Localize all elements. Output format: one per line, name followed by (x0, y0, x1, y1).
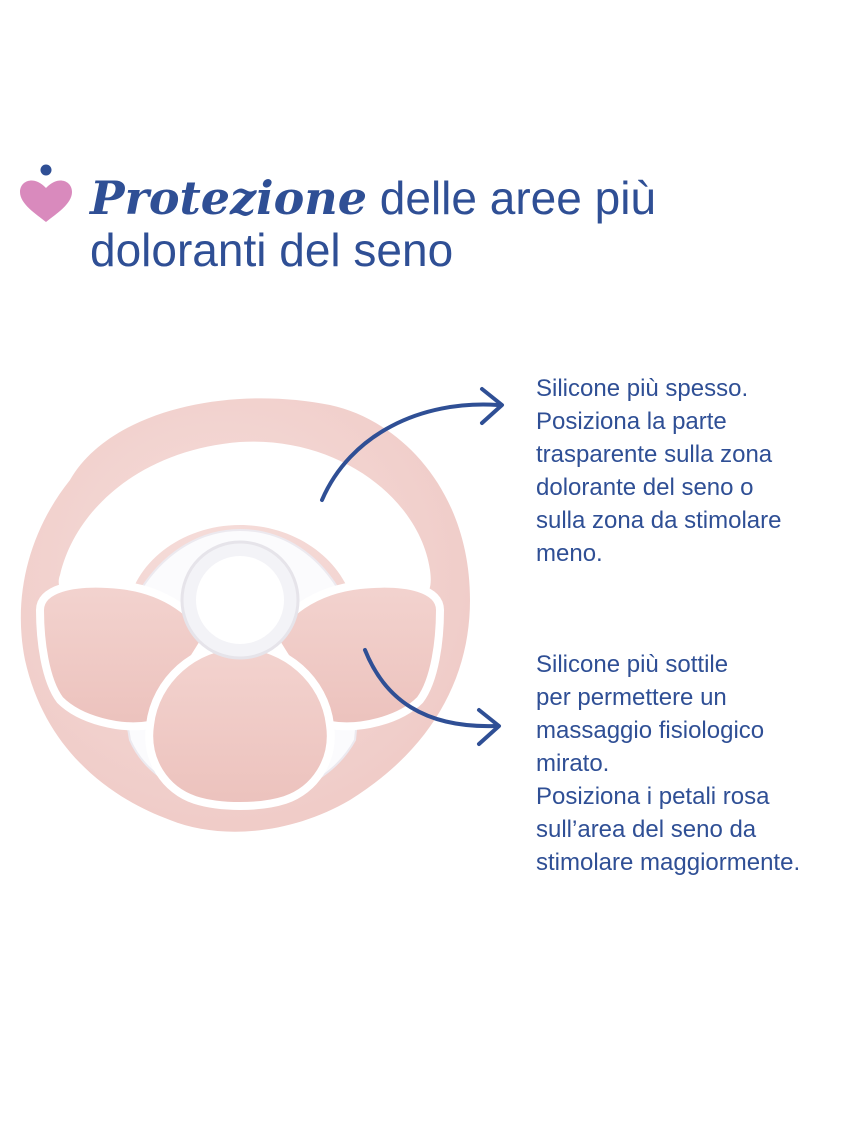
title-emphasis: Protezione (90, 171, 368, 225)
arrow-to-thick-zone (320, 387, 504, 502)
thick-silicone-zone (58, 441, 431, 615)
arrow-to-thin-zone (363, 648, 501, 746)
callout-text: Silicone più sottile per permettere un m… (536, 651, 801, 876)
callout-text: Silicone più spesso. Posiziona la parte … (536, 375, 782, 567)
callout-thick-silicone: Silicone più spesso. Posiziona la parte … (536, 372, 856, 570)
heart-drop-icon (20, 164, 72, 222)
title-rest: delle aree più doloranti del seno (90, 172, 656, 276)
petal-bottom (145, 640, 335, 810)
nipple-shield-illustration (20, 398, 471, 832)
page-title: Protezione delle aree più doloranti del … (90, 172, 830, 276)
callout-thin-silicone: Silicone più sottile per permettere un m… (536, 648, 856, 879)
